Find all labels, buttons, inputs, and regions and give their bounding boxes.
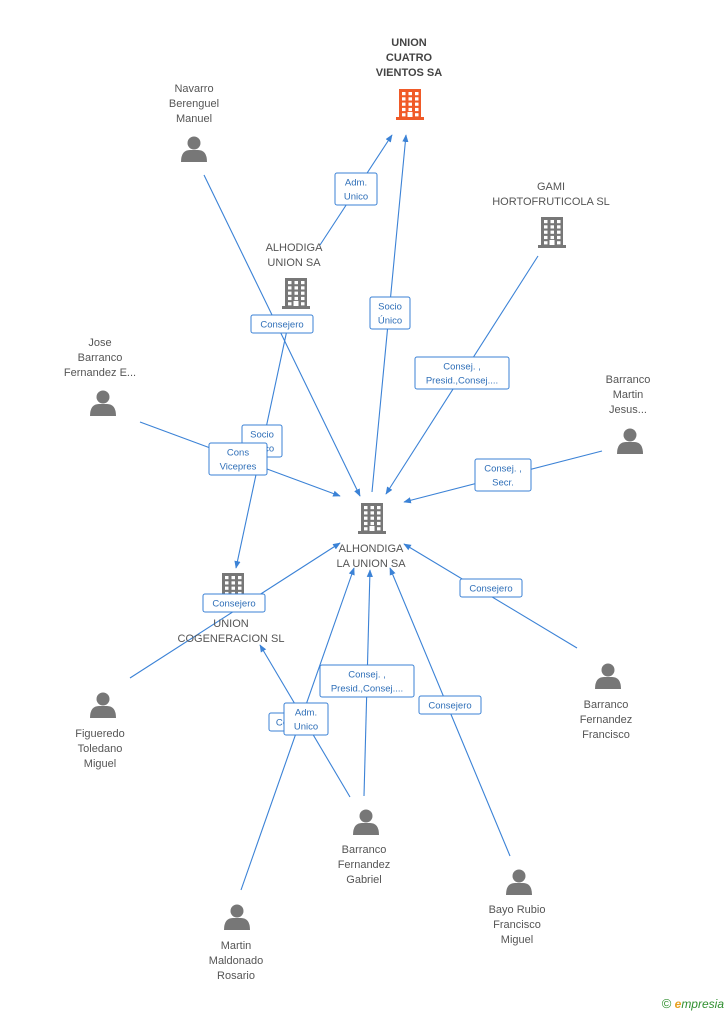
edge-label-text: Unico: [344, 192, 368, 203]
edge-label-text: Presid.,Consej....: [331, 684, 403, 695]
edge-label-text: Consej. ,: [443, 362, 481, 373]
edge-label-nav-to-alh[interactable]: Consejero: [250, 314, 314, 334]
edge-label-fig-to-alh[interactable]: Consejero: [202, 593, 266, 613]
node-label-fig: Toledano: [78, 743, 123, 755]
node-label-bayo: Bayo Rubio: [489, 904, 546, 916]
edge-label-bfg-to-alh[interactable]: Consej. , Presid.,Consej....: [319, 664, 415, 698]
edge-label-text: Consejero: [260, 320, 303, 331]
node-label-jose: Barranco: [78, 352, 123, 364]
node-label-bmj: Barranco: [606, 374, 651, 386]
edge-label-text: Socio: [378, 302, 402, 313]
edge-label-bff-to-alh[interactable]: Consejero: [459, 578, 523, 598]
edge-label-text: Consejero: [469, 584, 512, 595]
node-label-nav: Berenguel: [169, 98, 219, 110]
node-label-bfg: Gabriel: [346, 874, 381, 886]
node-label-alh: LA UNION SA: [336, 558, 406, 570]
person-icon-jose[interactable]: [90, 390, 116, 417]
edge-label-text: Consej. ,: [484, 464, 522, 475]
edge-label-text: Vicepres: [220, 462, 257, 473]
node-label-mmr: Rosario: [217, 970, 255, 982]
person-icon-bayo[interactable]: [506, 869, 532, 896]
brand-name: mpresia: [681, 997, 724, 1011]
edge-label-text: Adm.: [345, 178, 367, 189]
node-label-mmr: Martin: [221, 940, 252, 952]
person-icon-nav[interactable]: [181, 136, 207, 163]
edge-label-text: Co: [276, 718, 288, 729]
edge-label-text: Único: [378, 316, 402, 327]
node-label-bff: Fernandez: [580, 714, 633, 726]
edge-label-text: Consejero: [428, 701, 471, 712]
edge-label-text: Cons: [227, 448, 249, 459]
node-label-jose: Jose: [88, 337, 111, 349]
edge-label-alu-to-uc[interactable]: Adm. Unico: [334, 172, 378, 206]
edge-label-text: Unico: [294, 722, 318, 733]
node-label-fig: Miguel: [84, 758, 116, 770]
node-label-gami: GAMI: [537, 181, 565, 193]
node-label-bff: Francisco: [582, 729, 630, 741]
building-icon-uc[interactable]: [396, 89, 424, 120]
node-label-cog: COGENERACION SL: [178, 633, 285, 645]
edge-label-text: Adm.: [295, 708, 317, 719]
node-label-gami: HORTOFRUTICOLA SL: [492, 196, 610, 208]
copyright-symbol: ©: [661, 996, 672, 1011]
building-icon-alu[interactable]: [282, 278, 310, 309]
edge-label-text: Consejero: [212, 599, 255, 610]
node-label-mmr: Maldonado: [209, 955, 263, 967]
brand-watermark: © empresia: [662, 996, 724, 1011]
node-label-alu: ALHODIGA: [266, 242, 324, 254]
node-label-bayo: Miguel: [501, 934, 533, 946]
edge-label-mmr-to-alh[interactable]: Adm. Unico: [283, 702, 329, 736]
edge-label-text: Socio: [250, 430, 274, 441]
person-icon-mmr[interactable]: [224, 904, 250, 931]
edge-label-text: Secr.: [492, 478, 514, 489]
edge-nav-to-alh: [203, 174, 361, 497]
person-icon-bmj[interactable]: [617, 428, 643, 455]
node-label-uc: VIENTOS SA: [376, 67, 442, 79]
node-label-nav: Navarro: [174, 83, 213, 95]
node-label-bfg: Fernandez: [338, 859, 391, 871]
brand-initial: e: [674, 997, 682, 1011]
node-label-alu: UNION SA: [267, 257, 321, 269]
edge-label-bayo-to-alh[interactable]: Consejero: [418, 695, 482, 715]
person-icon-bff[interactable]: [595, 663, 621, 690]
node-label-bmj: Jesus...: [609, 404, 647, 416]
node-label-bmj: Martin: [613, 389, 644, 401]
node-label-uc: CUATRO: [386, 52, 433, 64]
node-label-cog: UNION: [213, 618, 249, 630]
node-label-nav: Manuel: [176, 113, 212, 125]
edge-labels-layer: Adm.UnicoSocioÚnicoConsejeroSocioÚnicoCo…: [202, 172, 532, 736]
person-icon-fig[interactable]: [90, 692, 116, 719]
node-label-bff: Barranco: [584, 699, 629, 711]
building-icon-gami[interactable]: [538, 217, 566, 248]
building-icon-alh[interactable]: [358, 503, 386, 534]
node-label-fig: Figueredo: [75, 728, 125, 740]
node-label-uc: UNION: [391, 37, 427, 49]
edge-label-text: Presid.,Consej....: [426, 376, 498, 387]
edge-label-text: Consej. ,: [348, 670, 386, 681]
edge-label-bmj-to-alh[interactable]: Consej. , Secr.: [474, 458, 532, 492]
nodes-layer: UNION CUATRO VIENTOS SA NavarroBerenguelMan…: [64, 37, 650, 982]
node-label-alh: ALHONDIGA: [339, 543, 404, 555]
person-icon-bfg[interactable]: [353, 809, 379, 836]
node-label-bayo: Francisco: [493, 919, 541, 931]
node-label-bfg: Barranco: [342, 844, 387, 856]
node-label-jose: Fernandez E...: [64, 367, 136, 379]
edge-label-gami-to-alh[interactable]: Consej. , Presid.,Consej....: [414, 356, 510, 390]
